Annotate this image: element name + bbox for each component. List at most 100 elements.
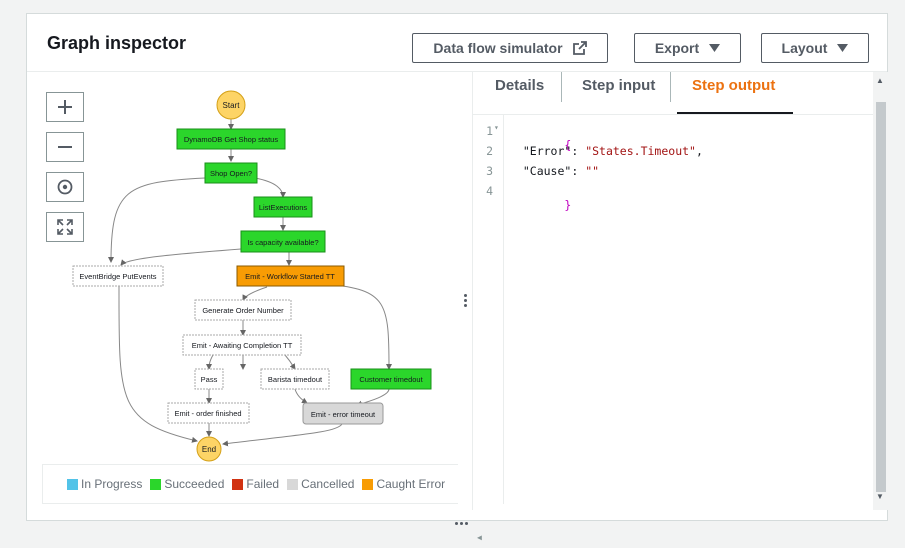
legend-item-in-progress: In Progress [67,477,142,491]
code-line: { [509,124,571,166]
legend-label: Failed [246,477,280,491]
details-pane: Details Step input Step output 1 ▾ 2 3 4… [473,72,888,542]
json-brace: } [564,198,572,212]
code-line: "Error": "States.Timeout", [522,144,703,158]
tab-step-output[interactable]: Step output [692,77,776,94]
resize-handle[interactable] [463,294,469,309]
fold-arrow-icon[interactable]: ▾ [494,123,499,132]
tab-details[interactable]: Details [495,77,545,94]
svg-text:DynamoDB Get Shop status: DynamoDB Get Shop status [184,135,278,144]
scroll-down-icon[interactable]: ▼ [876,492,884,501]
legend-swatch [287,478,299,490]
graph-node-emit-order-finished[interactable]: Emit - order finished [167,402,250,424]
split-divider [472,72,473,510]
code-line: "Cause": "" [522,164,600,178]
data-flow-simulator-label: Data flow simulator [433,40,563,56]
line-number: 2 [486,144,493,158]
svg-text:ListExecutions: ListExecutions [259,203,308,212]
graph-node-barista-timedout[interactable]: Barista timedout [260,368,330,390]
graph-node-dynamodb-get-shop-status[interactable]: DynamoDB Get Shop status [176,128,286,150]
tab-step-input[interactable]: Step input [582,77,656,94]
legend-swatch [232,478,244,490]
fit-to-screen-button[interactable] [46,212,84,242]
legend-item-failed: Failed [232,477,279,491]
svg-text:Emit - Awaiting Completion TT: Emit - Awaiting Completion TT [192,341,293,350]
graph-node-end[interactable]: End [196,436,222,462]
svg-text:End: End [202,445,216,454]
status-legend: In Progress Succeeded Failed Cancelled C… [42,464,458,504]
json-brace: { [564,138,572,152]
svg-text:Emit - order finished: Emit - order finished [174,409,241,418]
code-line: } [509,184,571,226]
svg-text:Emit - Workflow Started TT: Emit - Workflow Started TT [245,272,335,281]
graph-node-emit-awaiting-completion[interactable]: Emit - Awaiting Completion TT [182,334,302,356]
json-key: "Cause" [522,164,572,178]
legend-label: Cancelled [301,477,355,491]
legend-label: Succeeded [164,477,225,491]
data-flow-simulator-button[interactable]: Data flow simulator [412,33,608,63]
center-graph-button[interactable] [46,172,84,202]
graph-node-pass[interactable]: Pass [194,368,224,390]
caret-down-icon [837,44,849,52]
external-link-icon [572,41,587,55]
svg-text:Is capacity available?: Is capacity available? [247,238,318,247]
svg-text:Barista timedout: Barista timedout [268,375,323,384]
zoom-out-button[interactable] [46,132,84,162]
plus-icon [58,100,72,114]
legend-label: In Progress [81,477,143,491]
layout-dropdown-button[interactable]: Layout [761,33,869,63]
minus-icon [58,146,72,148]
legend-label: Caught Error [376,477,446,491]
graph-node-is-capacity-available[interactable]: Is capacity available? [240,230,326,253]
export-dropdown-button[interactable]: Export [634,33,741,63]
legend-swatch [150,478,162,490]
graph-node-emit-error-timeout[interactable]: Emit - error timeout [302,402,384,425]
line-number: 3 [486,164,493,178]
legend-item-succeeded: Succeeded [150,477,224,491]
svg-text:Shop Open?: Shop Open? [210,169,252,178]
svg-text:Emit - error timeout: Emit - error timeout [311,410,376,419]
tab-bar: Details Step input Step output [473,72,873,115]
json-value: "States.Timeout" [585,144,696,158]
graph-node-start[interactable]: Start [216,90,246,120]
line-number-gutter [473,114,504,504]
legend-swatch [362,478,374,490]
graph-node-eventbridge-putevents[interactable]: EventBridge PutEvents [72,265,164,287]
graph-node-list-executions[interactable]: ListExecutions [253,196,313,218]
legend-item-caught-error: Caught Error [362,477,445,491]
tab-separator [561,72,562,102]
graph-node-shop-open[interactable]: Shop Open? [204,162,258,184]
graph-pane: Start DynamoDB Get Shop status Shop Open… [27,72,459,510]
bottom-resize-handle[interactable] [455,512,470,530]
vertical-scrollbar[interactable]: ▲ ▼ [873,72,888,510]
zoom-in-button[interactable] [46,92,84,122]
json-key: "Error" [522,144,572,158]
target-icon [57,179,73,195]
line-number: 4 [486,184,493,198]
export-label: Export [654,40,700,56]
scrollbar-thumb[interactable] [876,102,886,492]
tab-separator [670,72,671,102]
horizontal-scrollbar[interactable]: ◀ [473,532,873,546]
svg-text:EventBridge PutEvents: EventBridge PutEvents [79,272,156,281]
caret-down-icon [709,44,721,52]
graph-node-emit-workflow-started[interactable]: Emit - Workflow Started TT [236,265,345,287]
scroll-up-icon[interactable]: ▲ [876,76,884,85]
panel-title: Graph inspector [47,33,187,53]
legend-swatch [67,478,78,490]
panel-header: Graph inspector Data flow simulator Expo… [27,14,887,72]
svg-text:Start: Start [223,101,241,110]
graph-node-customer-timedout[interactable]: Customer timedout [350,368,432,390]
svg-text:Pass: Pass [201,375,218,384]
legend-item-cancelled: Cancelled [287,477,354,491]
active-tab-indicator [677,112,793,114]
scroll-left-icon[interactable]: ◀ [477,533,482,542]
expand-icon [57,219,73,235]
json-value: "" [585,164,600,178]
graph-inspector-panel: Graph inspector Data flow simulator Expo… [26,13,888,542]
svg-text:Customer timedout: Customer timedout [359,375,423,384]
layout-label: Layout [781,40,828,56]
svg-text:Generate Order Number: Generate Order Number [202,306,284,315]
json-code-editor[interactable]: 1 ▾ 2 3 4 { "Error": "States.Timeout", "… [473,114,873,542]
graph-node-generate-order-number[interactable]: Generate Order Number [194,299,292,321]
